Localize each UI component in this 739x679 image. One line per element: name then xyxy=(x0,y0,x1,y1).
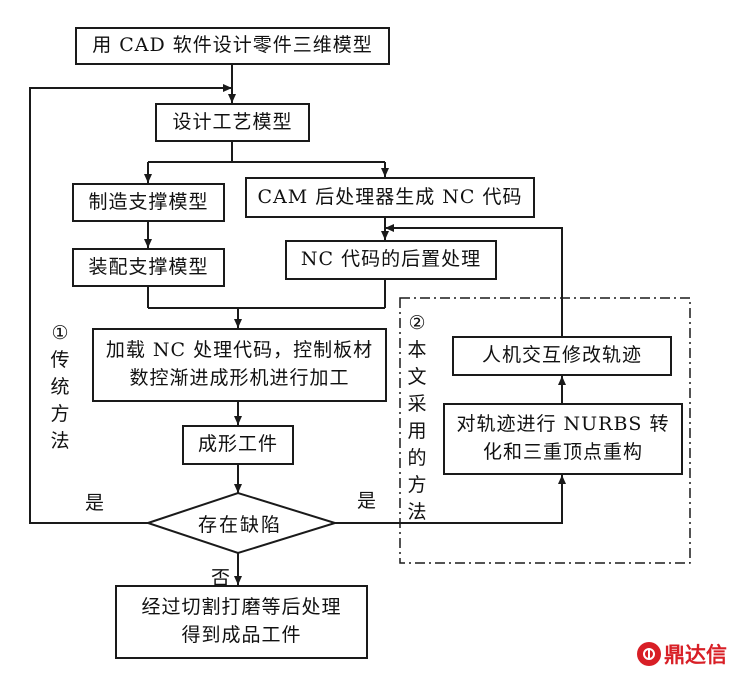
step-cad-model: 用 CAD 软件设计零件三维模型 xyxy=(75,27,390,65)
step-assemble-support: 装配支撑模型 xyxy=(72,248,225,287)
step-finish: 经过切割打磨等后处理 得到成品工件 xyxy=(115,585,368,659)
arrow-yes-to-nurbs xyxy=(335,475,566,524)
step-process-model: 设计工艺模型 xyxy=(155,103,310,142)
step-cam-nc: CAM 后处理器生成 NC 代码 xyxy=(245,177,535,218)
step-nc-post: NC 代码的后置处理 xyxy=(285,240,497,280)
label-no: 否 xyxy=(211,567,231,589)
step-support-model: 制造支撑模型 xyxy=(72,183,225,222)
arrow-yes-loop-traditional xyxy=(29,84,232,524)
label-yes-left: 是 xyxy=(85,492,105,514)
arrow-edit-to-ncpost xyxy=(385,224,563,336)
label-proposed-method: ② 本 文 采 用 的 方 法 xyxy=(407,312,427,523)
proposed-method-region xyxy=(399,297,691,564)
step-nurbs: 对轨迹进行 NURBS 转 化和三重顶点重构 xyxy=(443,403,683,475)
watermark-logo: 鼎达信 xyxy=(637,639,727,669)
decision-label: 存在缺陷 xyxy=(198,514,283,536)
label-traditional-method: ① 传 统 方 法 xyxy=(50,322,70,452)
brand-logo-icon xyxy=(637,642,661,666)
step-load-nc: 加载 NC 处理代码，控制板材 数控渐进成形机进行加工 xyxy=(92,328,387,402)
decision-diamond xyxy=(144,491,339,555)
label-yes-right: 是 xyxy=(357,490,377,512)
step-interactive-edit: 人机交互修改轨迹 xyxy=(452,336,672,376)
step-formed-part: 成形工件 xyxy=(182,425,294,465)
